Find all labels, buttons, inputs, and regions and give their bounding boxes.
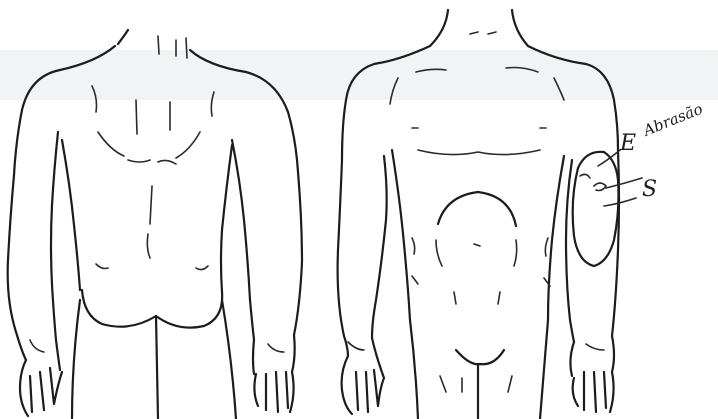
leader-line-s <box>604 178 642 206</box>
back-gluteal-cleft <box>156 316 158 419</box>
front-hip-marks <box>412 238 550 286</box>
front-pectoral-line <box>418 150 540 155</box>
back-spine-lower <box>147 186 152 258</box>
front-leg-left <box>410 320 418 419</box>
back-torso-right-side <box>221 145 232 292</box>
back-arm-left-inner <box>51 132 58 340</box>
front-leg-right <box>540 320 548 419</box>
front-torso-right-side <box>548 156 564 320</box>
back-buttocks <box>82 290 222 328</box>
front-neck-right <box>512 10 528 46</box>
back-leg-left <box>72 300 80 419</box>
back-hand-right <box>253 335 295 412</box>
front-arm-right-inner <box>566 160 574 342</box>
back-arm-right-outer <box>294 172 302 335</box>
front-hand-left-thumb <box>348 342 364 350</box>
back-hand-left-thumb <box>30 340 44 352</box>
scan-band <box>0 50 718 100</box>
injury-region-scribble <box>580 174 590 178</box>
injury-region-outline <box>573 152 619 266</box>
front-abdomen-arc <box>438 192 516 226</box>
front-arm-left-outer <box>338 160 348 356</box>
handwritten-note: Abrasão <box>639 100 705 141</box>
front-hand-right-thumb <box>586 344 604 350</box>
front-navel <box>474 244 480 246</box>
back-spine-mid <box>128 160 176 164</box>
front-groin <box>456 350 504 364</box>
back-torso-left-side <box>62 140 80 290</box>
back-scapula-right <box>176 92 214 158</box>
back-leg-right <box>222 300 236 419</box>
back-neck-center <box>158 36 159 54</box>
front-groin-marks <box>454 292 500 304</box>
front-abdomen-sides <box>436 240 517 266</box>
label-s: S <box>642 177 657 202</box>
back-arm-right-inner <box>232 140 254 340</box>
front-knee-marks <box>440 376 512 392</box>
front-torso-left-side <box>392 150 410 320</box>
back-arm-left-outer <box>8 175 26 360</box>
front-neck-marks <box>470 32 496 34</box>
front-arm-left-inner <box>372 156 387 338</box>
back-neck-left <box>118 30 128 44</box>
label-e: E <box>619 131 636 156</box>
back-spine-upper <box>136 100 170 134</box>
injury-region-mark <box>594 183 606 191</box>
injury-annotation: E S Abrasão <box>573 100 706 266</box>
front-neck-left <box>430 10 448 46</box>
back-hand-right-thumb <box>268 344 284 352</box>
back-waist-marks <box>96 264 208 270</box>
